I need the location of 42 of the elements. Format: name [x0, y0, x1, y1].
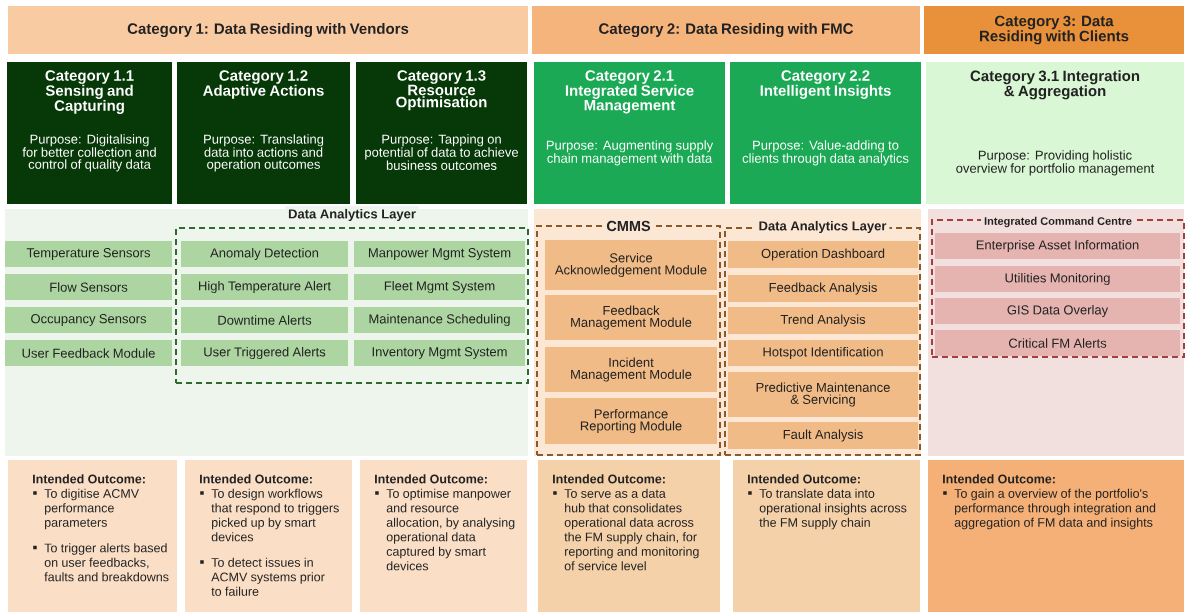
module-box: Downtime Alerts [181, 307, 348, 333]
category-card: Category 2.1 Integrated Service Management Purpose: Augmenting supply chain management with data [534, 62, 725, 204]
node-label: Data Analytics Layer [288, 208, 416, 222]
module-box: Fleet Mgmt System [354, 274, 525, 300]
outcome-card: Intended Outcome: To serve as a data hub that consolidates operational data across the FM supply chain, for reporting and monitoring of service level [538, 460, 720, 612]
outcome-card: Intended Outcome: To optimise manpower and resource allocation, by analysing operational data captured by smart devices [360, 460, 527, 612]
module-box: User Triggered Alerts [181, 340, 348, 366]
module-box: Feedback Management Module [545, 295, 717, 340]
module-box: GIS Data Overlay [935, 298, 1180, 324]
module-box: Inventory Mgmt System [354, 340, 525, 366]
category-header: Category 1: Data Residing with Vendors [8, 6, 528, 54]
outcome-card: Intended Outcome: To translate data into operational insights across the FM supply chain [733, 460, 920, 612]
outcome-card: Intended Outcome: To gain a overview of the portfolio's performance through integration and aggregation of FM data and insights [928, 460, 1184, 612]
module-box: Occupancy Sensors [5, 307, 172, 333]
module-box: High Temperature Alert [181, 274, 348, 300]
module-box: Feedback Analysis [728, 275, 918, 302]
outcome-card: Intended Outcome: To design workflows that respond to triggers picked up by smart devices To detect issues in ACMV systems prior to failure [185, 460, 352, 612]
module-box: Enterprise Asset Information [935, 233, 1180, 259]
module-box: Manpower Mgmt System [354, 241, 525, 267]
module-box: Operation Dashboard [728, 241, 918, 268]
module-box: Performance Reporting Module [545, 398, 717, 444]
module-box: Fault Analysis [728, 422, 918, 449]
category-card: Category 1.1 Sensing and Capturing Purpose: Digitalising for better collection and control of quality data [7, 62, 172, 204]
module-box: Critical FM Alerts [935, 330, 1180, 356]
module-box: Trend Analysis [728, 307, 918, 334]
category-card: Category 3.1 Integration & Aggregation Purpose: Providing holistic overview for portfolio management [926, 62, 1184, 204]
module-box: Temperature Sensors [5, 241, 172, 267]
module-box: Flow Sensors [5, 274, 172, 300]
module-box: Hotspot Identification [728, 340, 918, 366]
category-card: Category 1.3 Resource Optimisation Purpose: Tapping on potential of data to achieve business outcomes [356, 62, 527, 204]
module-box: Service Acknowledgement Module [545, 240, 717, 290]
module-box: Predictive Maintenance & Servicing [728, 372, 918, 417]
module-box: Anomaly Detection [181, 241, 348, 267]
category-card: Category 2.2 Intelligent Insights Purpose: Value-adding to clients through data analytics [730, 62, 921, 204]
category-card: Category 1.2 Adaptive Actions Purpose: Translating data into actions and operation outcomes [177, 62, 350, 204]
module-box: Incident Management Module [545, 347, 717, 392]
category-header: Category 2: Data Residing with FMC [532, 6, 920, 54]
category-header: Category 3: Data Residing with Clients [924, 6, 1184, 54]
module-box: User Feedback Module [5, 340, 172, 366]
module-box: Utilities Monitoring [935, 266, 1180, 292]
module-box: Maintenance Scheduling [354, 307, 525, 333]
outcome-card: Intended Outcome: To digitise ACMV performance parameters To trigger alerts based on user feedbacks, faults and breakdowns [8, 460, 177, 612]
